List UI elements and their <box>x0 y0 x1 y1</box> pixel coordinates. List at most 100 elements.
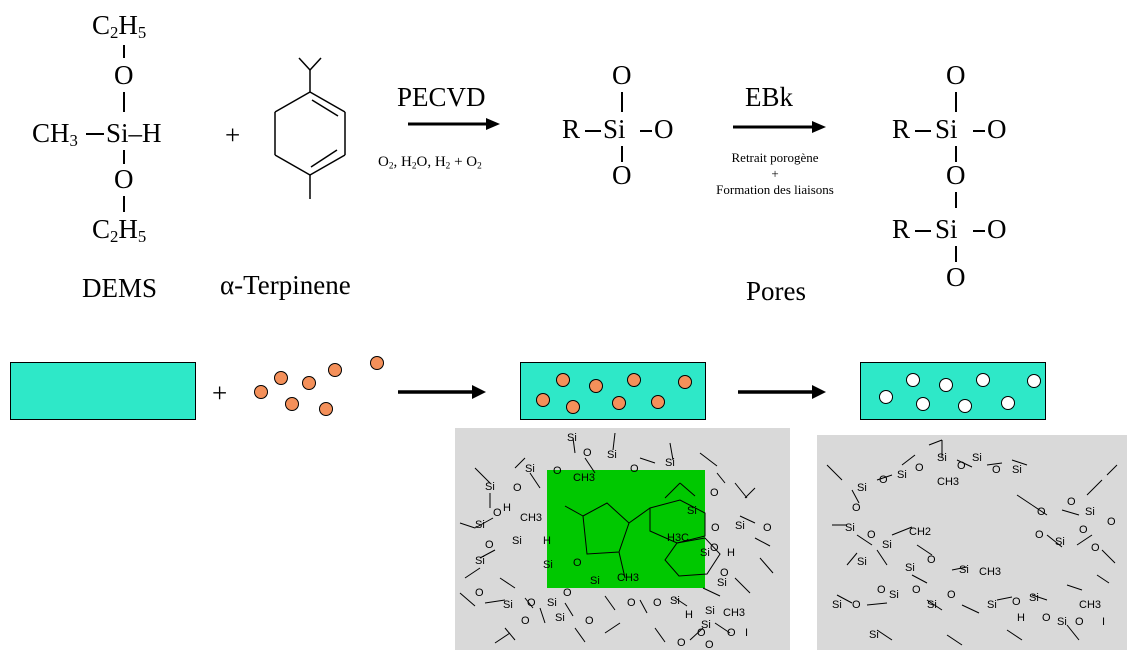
porogen-particle <box>678 375 692 389</box>
porogen-particle <box>612 396 626 410</box>
product-o-r2: O <box>987 214 1007 244</box>
atom-label: H <box>1017 612 1025 624</box>
atom-label: H <box>543 535 551 547</box>
intermediate-o-top: O <box>612 60 632 90</box>
porogen-particle <box>556 373 570 387</box>
ebk-description: Retrait porogène + Formation des liaison… <box>716 150 834 197</box>
matrix-block <box>10 362 196 420</box>
atom-label: Si <box>512 535 522 547</box>
plus-sign: + <box>225 120 241 150</box>
atom-label: Si <box>475 519 485 531</box>
intermediate-si: Si <box>603 114 626 144</box>
dems-oxygen-bottom: O <box>114 164 134 194</box>
atom-label: CH3 <box>937 476 960 488</box>
atom-label: Si <box>687 505 697 517</box>
terpinene-label: α-Terpinene <box>220 270 351 300</box>
atom-label: O <box>879 474 888 486</box>
atom-label: CH3 <box>573 472 596 484</box>
product-si2: Si <box>935 214 958 244</box>
atom-label: Si <box>882 539 892 551</box>
dems-silicon-h: Si–H <box>106 118 162 148</box>
atom-label: O <box>573 557 582 569</box>
pore <box>939 378 953 392</box>
atom-label: O <box>677 637 686 649</box>
atom-label: O <box>852 599 861 611</box>
dems-oxygen-top: O <box>114 60 134 90</box>
atom-label: O <box>957 460 966 472</box>
atom-label: Si <box>485 481 495 493</box>
atom-label: Si <box>972 452 982 464</box>
pore <box>976 373 990 387</box>
network-with-porogen: Si Si Si O O O CH3 Si O H Si CH3 Si O Si… <box>455 428 790 650</box>
intermediate-o-right: O <box>654 114 674 144</box>
atom-label: Si <box>857 556 867 568</box>
atom-label: O <box>1091 542 1100 554</box>
atom-label: Si <box>705 605 715 617</box>
atom-label: CH3 <box>520 512 543 524</box>
atom-label: Si <box>1029 592 1039 604</box>
atom-label: Si <box>590 575 600 587</box>
atom-label: O <box>710 487 719 499</box>
atom-label: Si <box>845 522 855 534</box>
porogen-particle <box>536 393 550 407</box>
atom-label: I <box>1102 616 1106 628</box>
atom-label: H3C <box>667 532 690 544</box>
atom-label: Si <box>1057 616 1067 628</box>
atom-label: O <box>521 615 530 627</box>
product-o-bottom: O <box>946 262 966 292</box>
product-r1: R <box>892 114 911 144</box>
ebk-label: EBk <box>745 82 794 112</box>
matrix-with-porogen <box>520 362 706 420</box>
pecvd-label: PECVD <box>397 82 486 112</box>
atom-label: Si <box>700 547 710 559</box>
plus-sign-schematic: + <box>212 378 228 408</box>
atom-label: Si <box>1012 464 1022 476</box>
atom-label: Si <box>607 449 617 461</box>
atom-label: Si <box>1055 536 1065 548</box>
porogen-particle <box>651 395 665 409</box>
atom-label: Si <box>857 482 867 494</box>
atom-label: Si <box>555 612 565 624</box>
atom-label: O <box>912 584 921 596</box>
atom-label: CH3 <box>1079 599 1102 611</box>
atom-label: Si <box>1085 506 1095 518</box>
atom-label: O <box>563 587 572 599</box>
porogen-particle <box>302 376 316 390</box>
atom-label: O <box>763 522 772 534</box>
network-bonds <box>826 439 1118 646</box>
atom-label: H <box>685 609 693 621</box>
atom-label: O <box>1079 524 1088 536</box>
dems-label: DEMS <box>82 273 158 303</box>
pores-label: Pores <box>746 276 806 306</box>
porogen-particle <box>589 379 603 393</box>
atom-label: O <box>493 507 502 519</box>
product-o-r1: O <box>987 114 1007 144</box>
atom-label: O <box>1012 596 1021 608</box>
atom-label: O <box>583 447 592 459</box>
porogen-particle <box>627 373 641 387</box>
product-si1: Si <box>935 114 958 144</box>
left-network-atoms: Si Si Si O O O CH3 Si O H Si CH3 Si O Si… <box>455 428 790 651</box>
atom-label: O <box>1037 506 1046 518</box>
atom-label: Si <box>475 555 485 567</box>
atom-label: O <box>877 584 886 596</box>
porogen-particle <box>254 385 268 399</box>
porous-matrix <box>860 362 1046 420</box>
atom-label: Si <box>503 599 513 611</box>
atom-label: O <box>553 465 562 477</box>
pore <box>879 390 893 404</box>
porogen-particle <box>285 397 299 411</box>
atom-label: O <box>1067 496 1076 508</box>
atom-label: Si <box>869 629 879 641</box>
atom-label: O <box>627 597 636 609</box>
intermediate-r: R <box>562 114 581 144</box>
atom-label: O <box>927 554 936 566</box>
atom-label: O <box>527 597 536 609</box>
atom-label: O <box>915 462 924 474</box>
pecvd-conditions: O2, H2O, H2 + O2 <box>378 154 482 172</box>
atom-label: O <box>867 529 876 541</box>
atom-label: O <box>513 482 522 494</box>
